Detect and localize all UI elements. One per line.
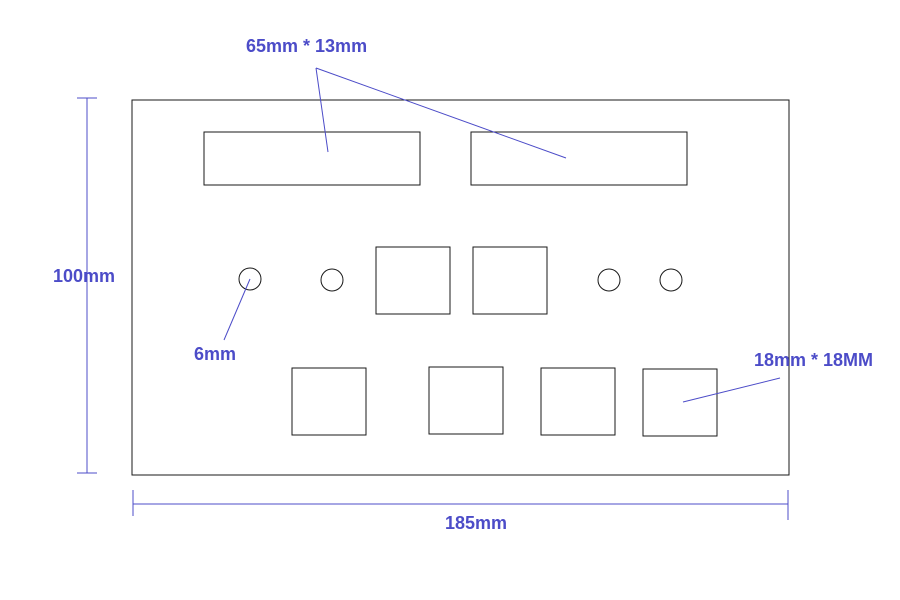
height-label: 100mm xyxy=(53,266,115,286)
round-hole xyxy=(238,267,262,291)
panel-outline xyxy=(131,99,790,476)
slot-leader-line xyxy=(315,67,567,159)
width-label: 185mm xyxy=(445,513,507,533)
square-cutout xyxy=(428,366,504,435)
square-cutout xyxy=(642,368,718,437)
square-leader-line xyxy=(682,377,781,403)
round-hole xyxy=(659,268,683,292)
square-cutout xyxy=(540,367,616,436)
square-cutout xyxy=(472,246,548,315)
display-slot-right xyxy=(470,131,688,186)
hole-size-label: 6mm xyxy=(194,344,236,364)
hole-leader-line xyxy=(223,278,251,341)
square-cutout xyxy=(375,246,451,315)
round-hole xyxy=(597,268,621,292)
round-hole xyxy=(320,268,344,292)
display-slot-left xyxy=(203,131,421,186)
square-size-label: 18mm * 18MM xyxy=(754,350,873,370)
square-cutout xyxy=(291,367,367,436)
slot-leader-line xyxy=(315,67,329,153)
slot-size-label: 65mm * 13mm xyxy=(246,36,367,56)
